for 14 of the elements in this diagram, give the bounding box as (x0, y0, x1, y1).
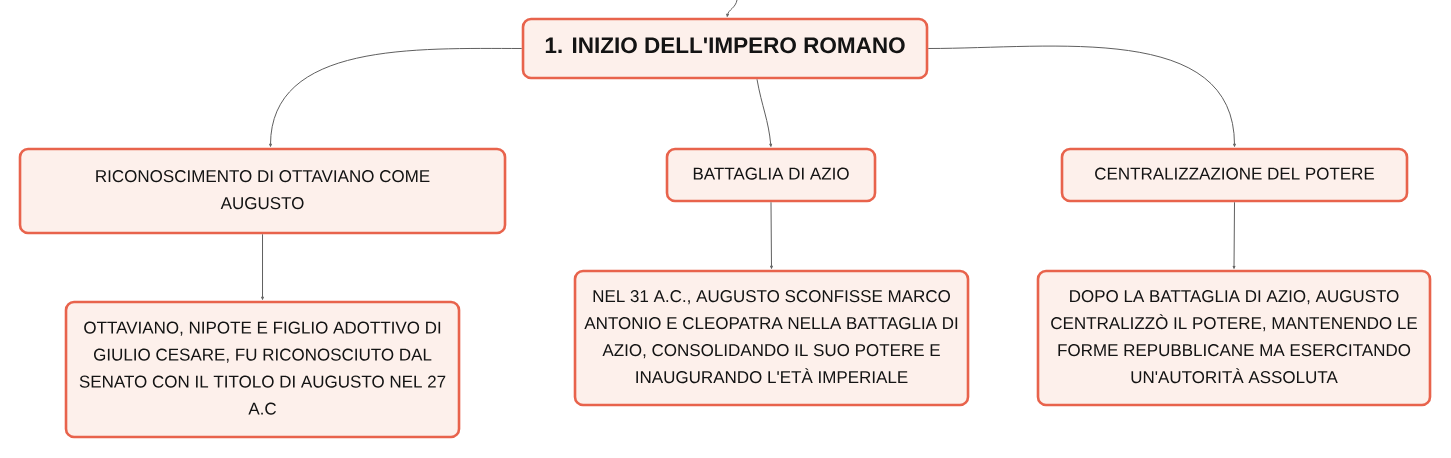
connector-arrow (1232, 201, 1236, 269)
subtopic-box: RICONOSCIMENTO DI OTTAVIANO COME AUGUSTO (18, 147, 507, 235)
connector-arrow (261, 233, 264, 300)
connector-arrow (726, 0, 738, 17)
subtopic-box: CENTRALIZZAZIONE DEL POTERE (1060, 147, 1409, 203)
description-box: NEL 31 A.C., AUGUSTO SCONFISSE MARCO ANTONIO E CLEOPATRA NELLA BATTAGLIA DI AZIO, CONSOLIDANDO IL SUO POTERE E INAUGURANDO L'ETÀ IMPERIALE (573, 269, 970, 407)
connector-arrow (770, 201, 773, 269)
main-topic-box: 1. INIZIO DELL'IMPERO ROMANO (521, 17, 929, 80)
connector-arrow (269, 47, 523, 147)
connector-arrow (756, 78, 773, 147)
connector-arrow (927, 45, 1236, 147)
description-box: DOPO LA BATTAGLIA DI AZIO, AUGUSTO CENTRALIZZÒ IL POTERE, MANTENENDO LE FORME REPUBBLICANE MA ESERCITANDO UN'AUTORITÀ ASSOLUTA (1036, 269, 1432, 407)
description-box: OTTAVIANO, NIPOTE E FIGLIO ADOTTIVO DI GIULIO CESARE, FU RICONOSCIUTO DAL SENATO CON IL TITOLO DI AUGUSTO NEL 27 A.C (64, 300, 461, 439)
subtopic-box: BATTAGLIA DI AZIO (665, 147, 877, 203)
